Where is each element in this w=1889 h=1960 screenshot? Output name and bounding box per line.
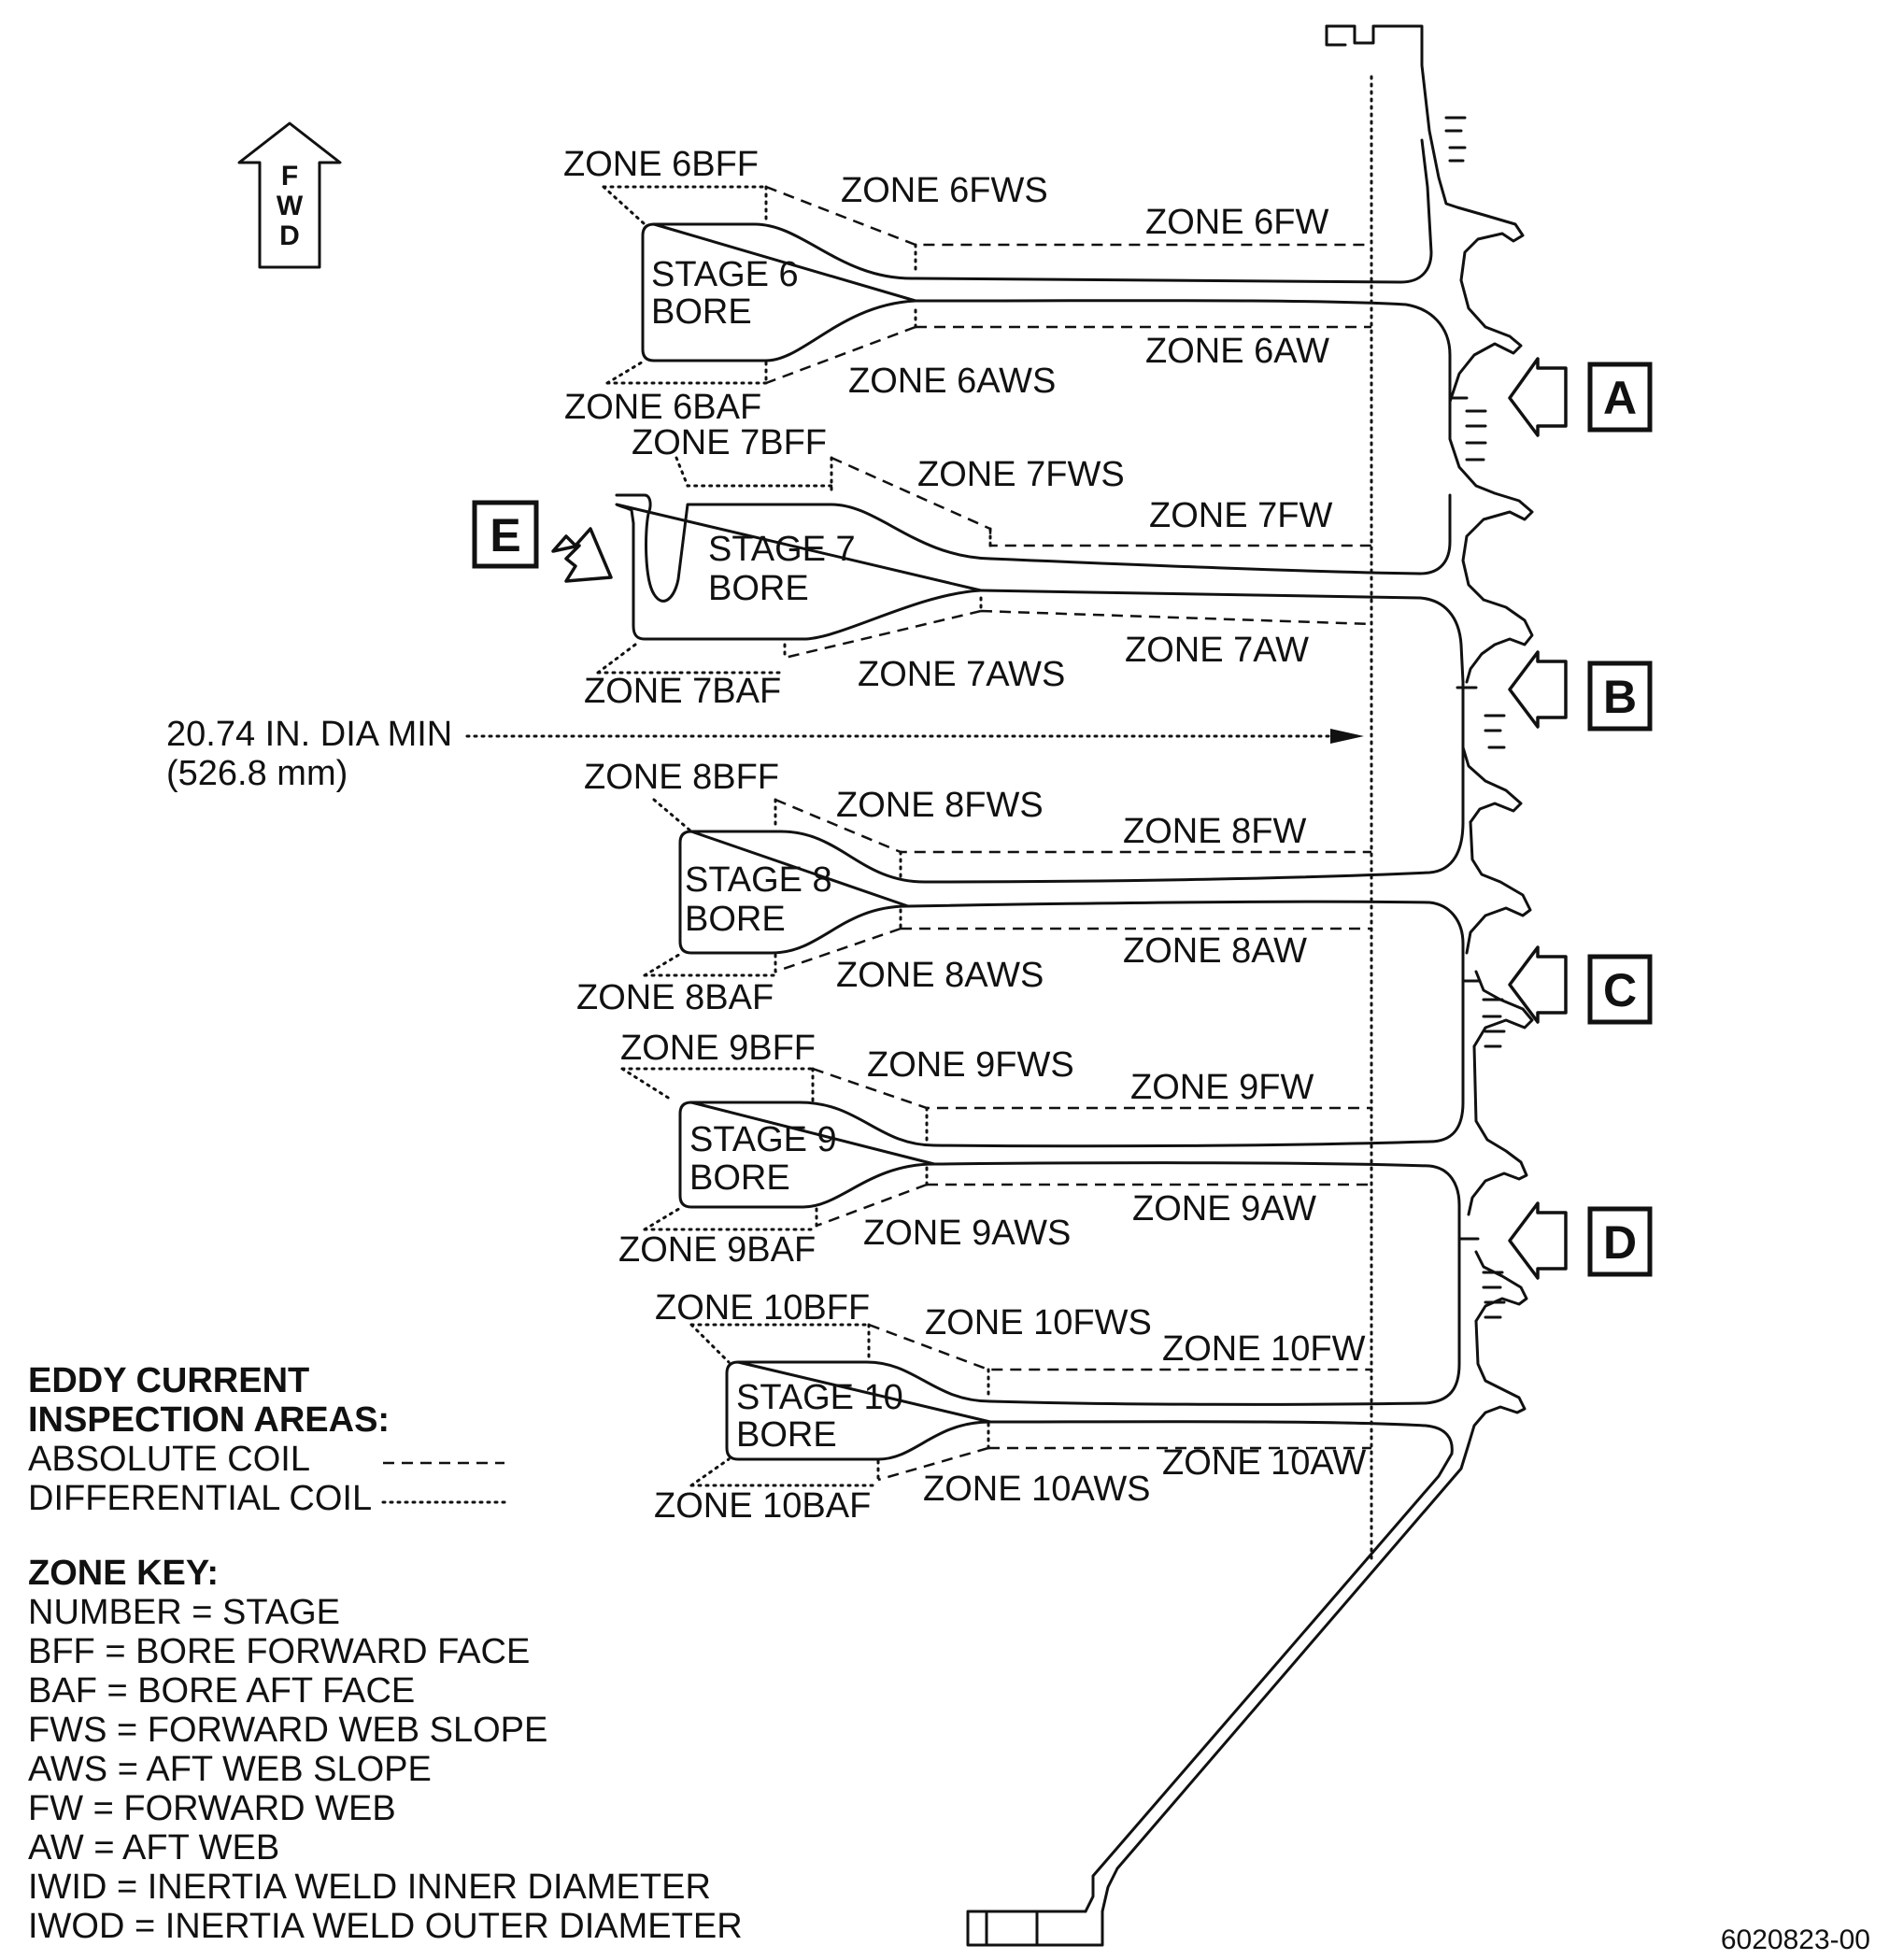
zone-6aws-label: ZONE 6AWS xyxy=(848,362,1056,401)
stage-6-disk: STAGE 6 BORE xyxy=(641,222,917,362)
zone-labels: ZONE 6BFF ZONE 6FWS ZONE 6FW ZONE 6AW ZO… xyxy=(563,145,1366,1526)
zone-7fw-label: ZONE 7FW xyxy=(1149,496,1332,535)
zone-key-title: ZONE KEY: xyxy=(28,1554,219,1593)
callout-e-arrow-icon xyxy=(551,527,613,583)
zone-9fws-label: ZONE 9FWS xyxy=(867,1045,1074,1085)
rotor-drum-outline xyxy=(906,24,1534,1947)
zone-key-entry: AW = AFT WEB xyxy=(28,1828,279,1868)
callout-c-arrow-icon xyxy=(1508,945,1568,1024)
zone-10fw-label: ZONE 10FW xyxy=(1162,1329,1366,1369)
callout-a-letter: A xyxy=(1603,372,1637,424)
zone-key-entry: IWID = INERTIA WELD INNER DIAMETER xyxy=(28,1868,711,1907)
zone-10bff-label: ZONE 10BFF xyxy=(655,1288,870,1328)
zone-key-entry: BAF = BORE AFT FACE xyxy=(28,1671,415,1711)
forward-direction-arrow: F W D xyxy=(237,121,342,269)
zone-6baf-label: ZONE 6BAF xyxy=(564,388,761,427)
zone-9bff-label: ZONE 9BFF xyxy=(620,1029,816,1068)
legend: EDDY CURRENT INSPECTION AREAS: ABSOLUTE … xyxy=(28,1361,506,1518)
zone-key-entry: FWS = FORWARD WEB SLOPE xyxy=(28,1711,547,1750)
zone-8baf-label: ZONE 8BAF xyxy=(576,978,774,1017)
zone-7fws-label: ZONE 7FWS xyxy=(917,455,1125,494)
zone-10fws-label: ZONE 10FWS xyxy=(925,1303,1152,1342)
callout-e: E xyxy=(472,500,613,583)
zone-key-entry: NUMBER = STAGE xyxy=(28,1593,340,1632)
callout-a: A xyxy=(1508,357,1653,437)
stage-7-disk: STAGE 7 BORE xyxy=(615,493,992,641)
callout-b-letter: B xyxy=(1603,671,1637,723)
zone-6fw-label: ZONE 6FW xyxy=(1145,203,1328,242)
callout-c: C xyxy=(1508,945,1653,1025)
legend-absolute-coil: ABSOLUTE COIL xyxy=(28,1440,310,1479)
document-number: 6020823-00 xyxy=(1721,1924,1870,1955)
zone-8bff-label: ZONE 8BFF xyxy=(584,758,779,797)
zone-8aw-label: ZONE 8AW xyxy=(1123,931,1307,971)
minimum-diameter-note: 20.74 IN. DIA MIN (526.8 mm) xyxy=(166,715,1364,793)
legend-differential-coil: DIFFERENTIAL COIL xyxy=(28,1479,372,1518)
stage-9-disk: STAGE 9 BORE xyxy=(678,1101,936,1209)
callout-d: D xyxy=(1508,1201,1653,1280)
stage-6-title: STAGE 6 xyxy=(651,255,799,294)
stage-8-title: STAGE 8 xyxy=(685,860,832,900)
legend-title-line1: EDDY CURRENT xyxy=(28,1361,309,1400)
fwd-letter-w: W xyxy=(277,191,304,221)
stage-9-title: STAGE 9 xyxy=(689,1120,837,1159)
zone-7aws-label: ZONE 7AWS xyxy=(858,655,1065,694)
callout-a-arrow-icon xyxy=(1508,357,1568,437)
fwd-letter-d: D xyxy=(279,220,300,251)
zone-6aw-label: ZONE 6AW xyxy=(1145,332,1329,371)
zone-8aws-label: ZONE 8AWS xyxy=(836,956,1044,995)
fwd-letter-f: F xyxy=(281,161,298,192)
callout-d-letter: D xyxy=(1603,1216,1637,1269)
zone-7bff-label: ZONE 7BFF xyxy=(632,423,827,462)
diameter-note-line2: (526.8 mm) xyxy=(166,754,348,793)
zone-10baf-label: ZONE 10BAF xyxy=(654,1486,871,1526)
zone-key: ZONE KEY: NUMBER = STAGE BFF = BORE FORW… xyxy=(28,1554,743,1946)
zone-8fw-label: ZONE 8FW xyxy=(1123,812,1306,851)
zone-9fw-label: ZONE 9FW xyxy=(1130,1068,1314,1107)
callout-e-letter: E xyxy=(490,509,520,561)
callout-c-letter: C xyxy=(1603,964,1637,1016)
zone-9aw-label: ZONE 9AW xyxy=(1132,1189,1316,1229)
stage-9-bore-label: BORE xyxy=(689,1158,790,1198)
zone-6bff-label: ZONE 6BFF xyxy=(563,145,759,184)
zone-6fws-label: ZONE 6FWS xyxy=(841,171,1048,210)
zone-9baf-label: ZONE 9BAF xyxy=(618,1230,816,1270)
zone-7baf-label: ZONE 7BAF xyxy=(584,672,781,711)
stage-7-bore-label: BORE xyxy=(708,569,809,608)
zone-10aws-label: ZONE 10AWS xyxy=(923,1470,1151,1509)
diameter-note-line1: 20.74 IN. DIA MIN xyxy=(166,715,452,754)
callout-d-arrow-icon xyxy=(1508,1201,1568,1280)
callout-b: B xyxy=(1508,650,1653,731)
stage-7-title: STAGE 7 xyxy=(708,530,856,569)
stage-8-bore-label: BORE xyxy=(685,900,786,939)
stage-10-title: STAGE 10 xyxy=(736,1378,903,1417)
inspection-zone-leaders xyxy=(596,185,1372,1487)
zone-key-entry: AWS = AFT WEB SLOPE xyxy=(28,1750,432,1789)
zone-key-entry: FW = FORWARD WEB xyxy=(28,1789,396,1828)
zone-key-entry: IWOD = INERTIA WELD OUTER DIAMETER xyxy=(28,1907,743,1946)
legend-title-line2: INSPECTION AREAS: xyxy=(28,1400,390,1440)
callout-b-arrow-icon xyxy=(1508,650,1568,729)
zone-10aw-label: ZONE 10AW xyxy=(1162,1443,1366,1483)
stage-10-disk: STAGE 10 BORE xyxy=(725,1360,992,1461)
zone-8fws-label: ZONE 8FWS xyxy=(836,786,1044,825)
stage-8-disk: STAGE 8 BORE xyxy=(678,830,927,955)
stage-10-bore-label: BORE xyxy=(736,1415,837,1455)
zone-9aws-label: ZONE 9AWS xyxy=(863,1214,1071,1253)
zone-key-entry: BFF = BORE FORWARD FACE xyxy=(28,1632,530,1671)
stage-6-bore-label: BORE xyxy=(651,292,752,332)
zone-7aw-label: ZONE 7AW xyxy=(1125,631,1309,670)
